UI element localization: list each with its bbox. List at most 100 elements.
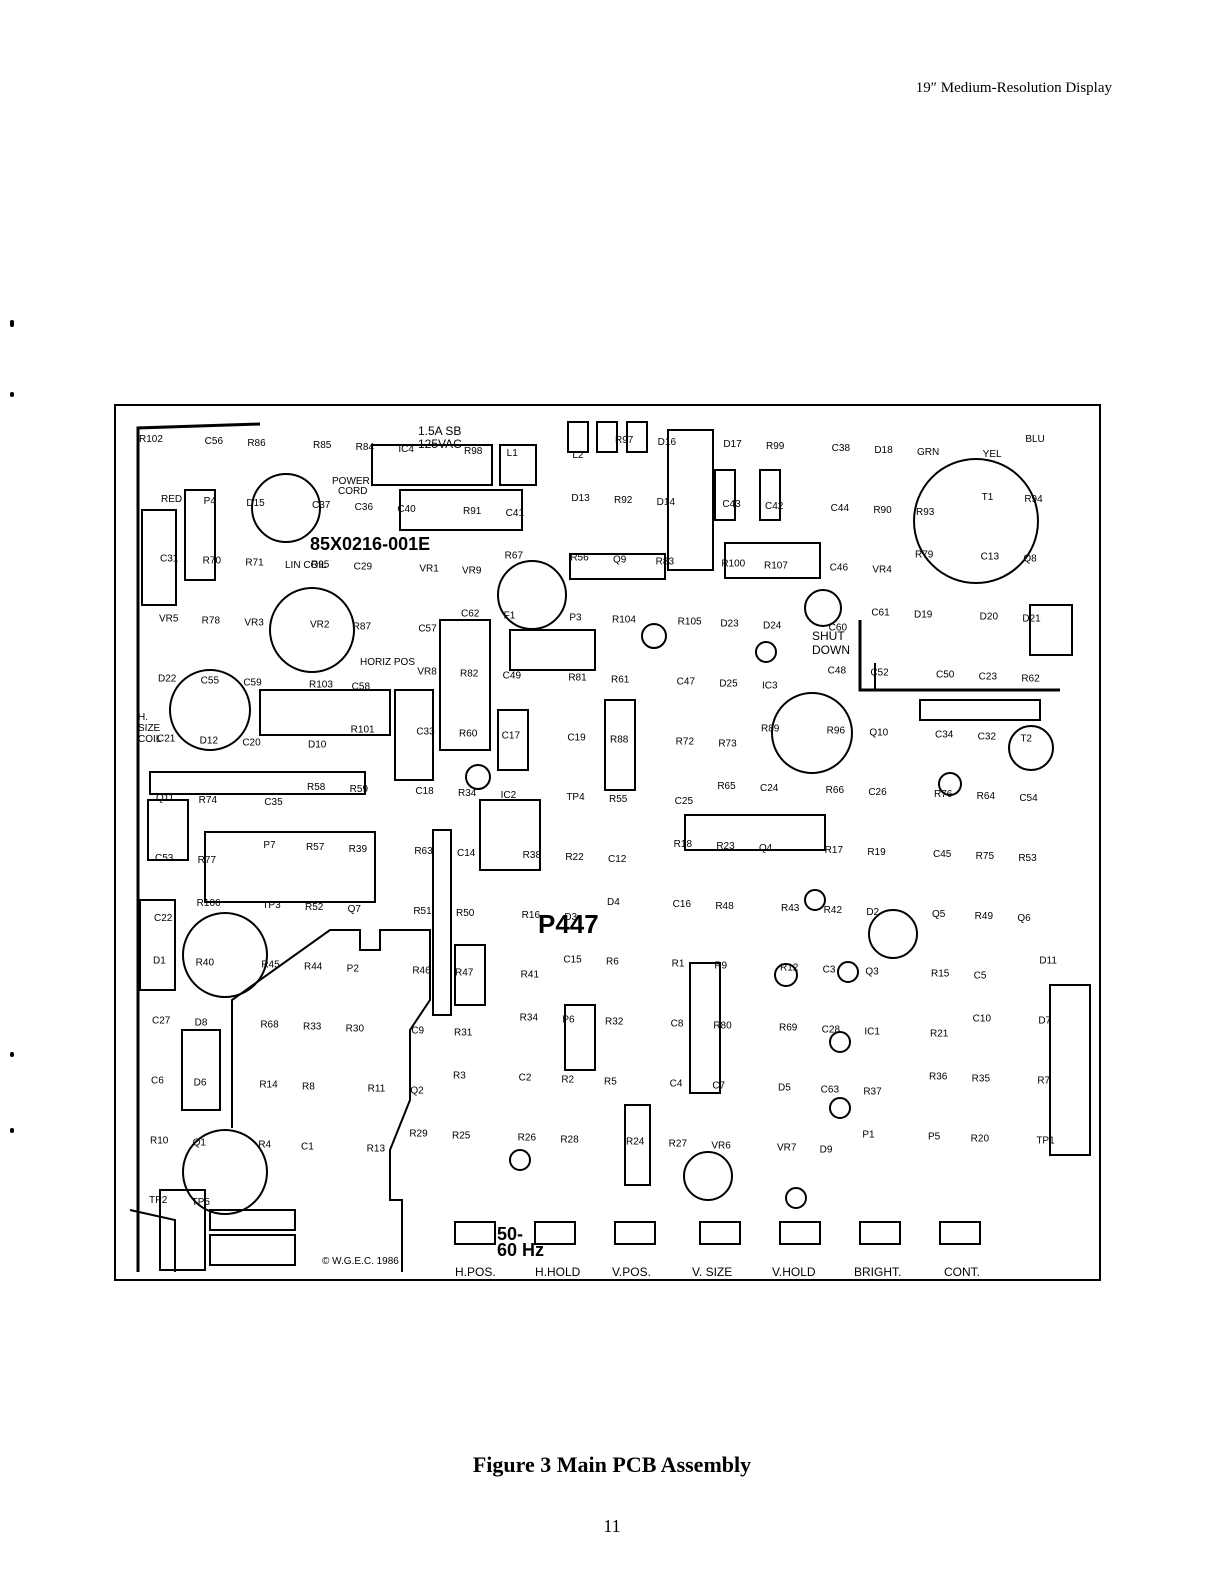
component-designator: C37 — [312, 500, 331, 511]
component-designator: R36 — [929, 1071, 948, 1082]
component-designator: R40 — [196, 958, 215, 969]
component-designator: D12 — [200, 735, 219, 746]
component-designator: R64 — [977, 791, 996, 802]
component-designator: P3 — [569, 613, 582, 624]
component-designator: C63 — [821, 1084, 840, 1095]
component-designator: C8 — [671, 1019, 684, 1030]
component-designator: R51 — [413, 906, 432, 917]
component-designator: C41 — [506, 508, 525, 519]
component-designator: D25 — [719, 678, 738, 689]
component-designator: R28 — [560, 1134, 579, 1145]
component-designator: R92 — [614, 495, 633, 506]
component-designator: R5 — [604, 1076, 617, 1087]
component-designator: P1 — [862, 1129, 875, 1140]
component-designator: R107 — [764, 561, 788, 572]
component-designator: C62 — [461, 609, 480, 620]
component-designator: C27 — [152, 1016, 171, 1027]
component-designator: R52 — [305, 902, 324, 913]
component-designator: Q6 — [1017, 913, 1031, 924]
component-designator: C47 — [677, 676, 696, 687]
component-designator: R83 — [656, 557, 675, 568]
margin-mark — [10, 1052, 14, 1057]
margin-mark — [10, 392, 14, 397]
component-designator: C22 — [154, 913, 173, 924]
control-label: H.POS. — [455, 1265, 496, 1279]
component-designator: D6 — [194, 1077, 207, 1088]
component-designator: C16 — [673, 899, 692, 910]
component-designator: R31 — [454, 1028, 473, 1039]
component-designator: D16 — [658, 437, 677, 448]
component-designator: C53 — [155, 853, 174, 864]
component-designator: GRN — [917, 447, 939, 458]
component-designator: C17 — [502, 730, 521, 741]
component-designator: C48 — [828, 665, 847, 676]
component-designator: R59 — [350, 784, 369, 795]
component-designator: D11 — [1039, 956, 1057, 967]
component-designator: R81 — [568, 672, 587, 683]
component-designator: T2 — [1020, 733, 1032, 744]
component-designator: Q2 — [410, 1085, 424, 1096]
component-designator: C50 — [936, 669, 955, 680]
component-designator: P2 — [347, 964, 360, 975]
component-designator: C2 — [519, 1072, 532, 1083]
component-designator: R94 — [1024, 494, 1043, 505]
component-designator: L1 — [507, 448, 519, 459]
component-designator: D2 — [866, 907, 879, 918]
component-designator: R37 — [863, 1086, 882, 1097]
component-designator: R42 — [824, 905, 843, 916]
component-designator: VR2 — [310, 620, 330, 631]
component-designator: R39 — [349, 844, 368, 855]
component-designator: R69 — [779, 1023, 798, 1034]
component-designator: R62 — [1021, 673, 1040, 684]
component-designator: C52 — [870, 667, 889, 678]
board-outline — [114, 404, 1101, 1281]
component-designator: C42 — [765, 501, 784, 512]
component-designator: D9 — [820, 1144, 833, 1155]
component-designator: R4 — [258, 1139, 271, 1150]
component-designator: D23 — [720, 619, 739, 630]
control-label: H.HOLD — [535, 1265, 581, 1279]
component-designator: R13 — [367, 1143, 386, 1154]
component-designator: D5 — [778, 1082, 791, 1093]
component-designator: R84 — [356, 442, 375, 453]
component-designator: Q10 — [869, 727, 888, 738]
component-designator: R104 — [612, 615, 636, 626]
component-designator: C49 — [503, 670, 522, 681]
component-designator: R82 — [460, 668, 479, 679]
component-designator: D18 — [874, 445, 893, 456]
component-designator: D21 — [1022, 614, 1041, 625]
component-designator: R19 — [867, 847, 886, 858]
component-designator: C28 — [822, 1025, 841, 1036]
component-designator: C29 — [354, 562, 373, 573]
component-designator: C25 — [675, 796, 694, 807]
component-designator: C26 — [868, 787, 887, 798]
component-designator: D7 — [1038, 1016, 1051, 1027]
component-designator: R15 — [931, 969, 950, 980]
component-designator: VR9 — [462, 566, 482, 577]
component-designator: R7 — [1037, 1075, 1050, 1086]
component-designator: C14 — [457, 848, 476, 859]
component-designator: R105 — [678, 617, 702, 628]
component-designator: R63 — [414, 846, 433, 857]
component-designator: TP4 — [566, 792, 585, 803]
component-designator: C13 — [981, 552, 1000, 563]
component-designator: C12 — [608, 854, 627, 865]
control-label: V.HOLD — [772, 1265, 816, 1279]
component-designator: R78 — [202, 616, 221, 627]
component-designator: R106 — [197, 898, 221, 909]
component-designator: TP1 — [1036, 1135, 1055, 1146]
component-designator: C43 — [722, 499, 741, 510]
component-designator: VR7 — [777, 1142, 797, 1153]
control-label: BRIGHT. — [854, 1265, 901, 1279]
component-designator: C7 — [712, 1080, 725, 1091]
component-designator: R34 — [520, 1013, 539, 1024]
component-designator: C18 — [415, 786, 434, 797]
component-designator: R67 — [505, 551, 524, 562]
component-designator: R3 — [453, 1070, 466, 1081]
component-designator: R73 — [718, 738, 737, 749]
component-designator: R95 — [311, 560, 330, 571]
component-designator: D20 — [980, 612, 999, 623]
component-designator: R9 — [714, 961, 727, 972]
component-designator: R47 — [455, 968, 474, 979]
component-designator: VR5 — [159, 614, 179, 625]
